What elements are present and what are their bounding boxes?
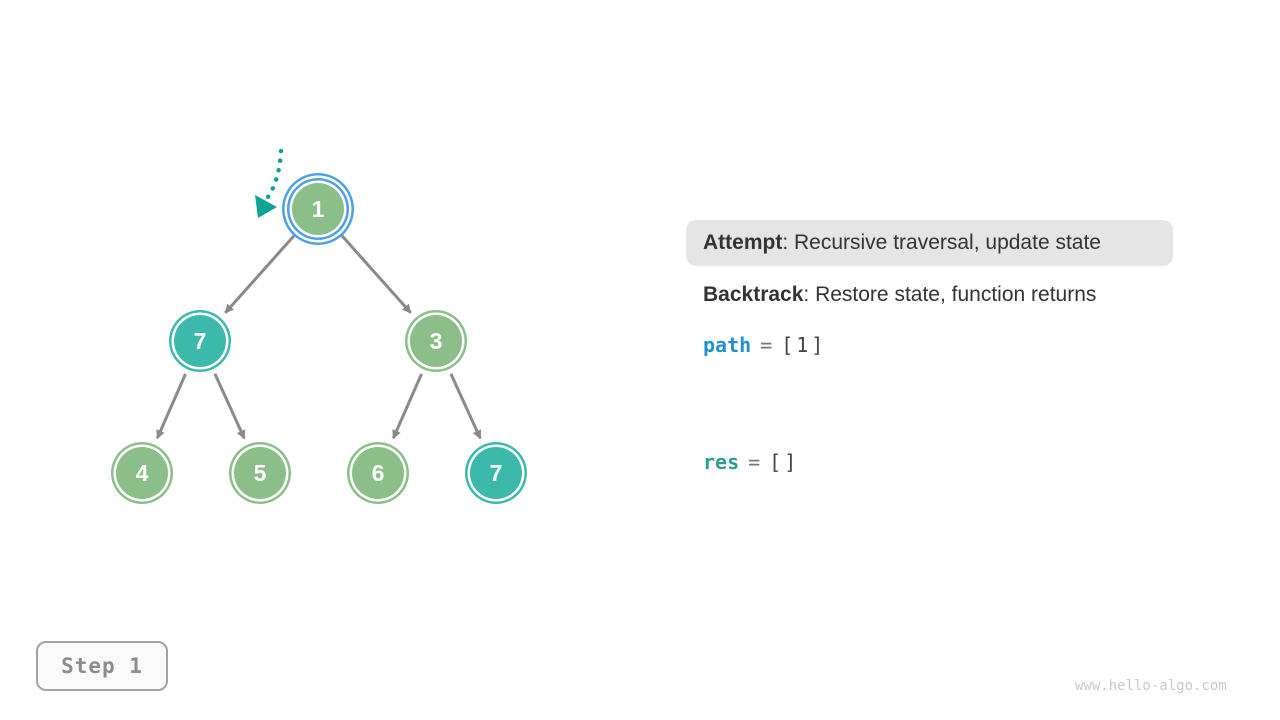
tree-node-5: 5	[234, 447, 286, 499]
node-value: 6	[371, 459, 385, 486]
node-value: 4	[135, 459, 149, 486]
path-variable-value: [1]	[781, 333, 827, 357]
tree-node-6: 6	[352, 447, 404, 499]
node-value: 5	[253, 459, 267, 486]
path-equals-sign: =	[760, 333, 773, 357]
tree-node-7-leaf: 7	[470, 447, 522, 499]
backtrack-label: Backtrack	[703, 283, 804, 306]
step-badge: Step 1	[36, 641, 168, 691]
step-badge-label: Step 1	[61, 654, 143, 678]
tree-edge	[340, 234, 412, 314]
backtrack-description: : Restore state, function returns	[803, 283, 1097, 306]
res-variable: res = []	[703, 450, 799, 474]
attempt-label: Attempt	[703, 231, 783, 254]
tree-edge	[391, 373, 423, 440]
tree-edges-layer	[155, 148, 482, 440]
tree-node-1-current: 1	[292, 183, 344, 235]
tree-node-4: 4	[116, 447, 168, 499]
tree-edge	[449, 373, 482, 440]
watermark: www.hello-algo.com	[1075, 678, 1227, 694]
attempt-legend: Attempt: Recursive traversal, update sta…	[686, 220, 1173, 266]
path-variable: path = [1]	[703, 333, 826, 357]
res-variable-name: res	[703, 450, 740, 474]
res-variable-value: []	[769, 450, 800, 474]
tree-node-3: 3	[410, 315, 462, 367]
path-variable-name: path	[703, 333, 752, 357]
res-equals-sign: =	[748, 450, 761, 474]
pointer-arrow-icon	[255, 148, 284, 218]
tree-edge	[213, 373, 246, 440]
node-value: 3	[429, 327, 443, 354]
node-value: 7	[193, 327, 207, 354]
node-value: 1	[311, 195, 325, 222]
tree-edge	[224, 234, 296, 314]
attempt-legend-text: Attempt: Recursive traversal, update sta…	[703, 231, 1101, 255]
backtrack-legend: Backtrack: Restore state, function retur…	[703, 283, 1096, 307]
attempt-description: : Recursive traversal, update state	[782, 231, 1101, 254]
tree-edge	[155, 373, 187, 440]
tree-node-7-left: 7	[174, 315, 226, 367]
node-value: 7	[489, 459, 503, 486]
